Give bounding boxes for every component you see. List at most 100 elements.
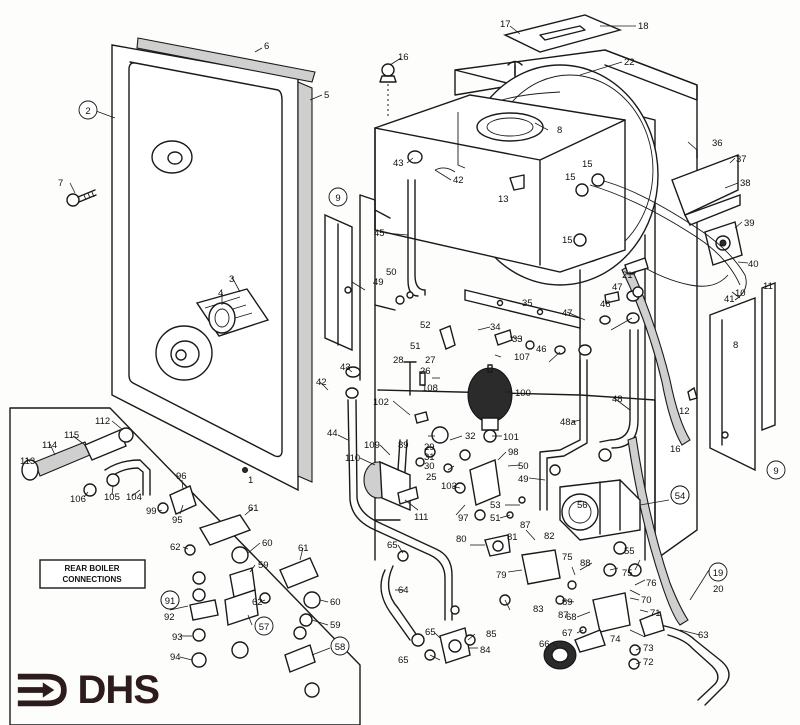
callout-8-top: 8 bbox=[557, 125, 562, 136]
callout-45: 45 bbox=[374, 228, 385, 239]
callout-65-b: 65 bbox=[425, 627, 436, 638]
callout-37: 37 bbox=[736, 154, 747, 165]
callout-95: 95 bbox=[172, 515, 183, 526]
callout-1: 1 bbox=[248, 475, 253, 486]
arrow-logo-icon bbox=[17, 673, 67, 707]
callout-59-b: 59 bbox=[330, 620, 341, 631]
callout-109: 109 bbox=[364, 440, 380, 451]
callout-20: 20 bbox=[713, 584, 724, 595]
side-bracket-right bbox=[709, 281, 776, 472]
callout-26: 26 bbox=[420, 366, 431, 377]
callout-102: 102 bbox=[373, 397, 389, 408]
callout-94: 94 bbox=[170, 652, 181, 663]
callout-53: 53 bbox=[490, 500, 501, 511]
callout-111: 111 bbox=[414, 512, 428, 523]
callout-2: 2 bbox=[85, 106, 90, 117]
boiler-chassis bbox=[359, 14, 698, 562]
callout-51-right: 51 bbox=[490, 513, 501, 524]
callout-30: 30 bbox=[424, 461, 435, 472]
callout-9-right: 9 bbox=[773, 466, 778, 477]
callout-42-left: 42 bbox=[316, 377, 327, 388]
callout-70: 70 bbox=[641, 595, 652, 606]
callout-28: 28 bbox=[393, 355, 404, 366]
callout-35: 35 bbox=[522, 298, 533, 309]
callout-51-left: 51 bbox=[410, 341, 421, 352]
callout-112: 112 bbox=[95, 416, 110, 427]
callout-65-a: 65 bbox=[387, 540, 398, 551]
callout-46-right: 46 bbox=[600, 299, 611, 310]
callout-3: 3 bbox=[229, 274, 234, 285]
callout-87-a: 87 bbox=[520, 520, 531, 531]
callout-60-a: 60 bbox=[262, 538, 273, 549]
callout-81: 81 bbox=[507, 532, 518, 543]
callout-72: 72 bbox=[643, 657, 654, 668]
side-bracket-left bbox=[324, 213, 353, 352]
callout-80: 80 bbox=[456, 534, 467, 545]
callout-49-left: 49 bbox=[373, 277, 384, 288]
callout-93: 93 bbox=[172, 632, 183, 643]
callout-33: 33 bbox=[512, 334, 523, 345]
inset-title-line2: CONNECTIONS bbox=[62, 575, 122, 584]
callout-83: 83 bbox=[533, 604, 544, 615]
callout-92: 92 bbox=[164, 612, 175, 623]
callout-67: 67 bbox=[562, 628, 573, 639]
callout-12: 12 bbox=[679, 406, 690, 417]
callout-39: 39 bbox=[744, 218, 755, 229]
callout-71: 71 bbox=[650, 608, 661, 619]
callout-numbers: 1 2 3 4 5 6 7 8 8 9 9 10 11 12 13 15 15 … bbox=[20, 19, 779, 668]
callout-91: 91 bbox=[165, 596, 176, 607]
callout-52: 52 bbox=[420, 320, 431, 331]
callout-59-a: 59 bbox=[258, 560, 269, 571]
pump bbox=[559, 479, 641, 541]
callout-19: 19 bbox=[713, 568, 724, 579]
callout-22: 22 bbox=[624, 57, 635, 68]
callout-46-left: 46 bbox=[536, 344, 547, 355]
callout-99: 99 bbox=[146, 506, 157, 517]
callout-11: 11 bbox=[763, 281, 773, 292]
rear-connections-inset: REAR BOILER CONNECTIONS bbox=[9, 407, 361, 725]
callout-47-right: 47 bbox=[612, 282, 623, 293]
callout-62-a: 62 bbox=[170, 542, 181, 553]
dhs-logo: DHS bbox=[14, 668, 160, 712]
callout-73: 73 bbox=[643, 643, 654, 654]
callout-9-left: 9 bbox=[335, 193, 340, 204]
callout-43-top: 43 bbox=[393, 158, 404, 169]
callout-18: 18 bbox=[638, 21, 649, 32]
callout-62-b: 62 bbox=[252, 597, 263, 608]
callout-8-right: 8 bbox=[733, 340, 738, 351]
callout-104: 104 bbox=[126, 492, 142, 503]
callout-17: 17 bbox=[500, 19, 511, 30]
callout-108: 108 bbox=[422, 383, 438, 394]
callout-100: 100 bbox=[515, 388, 531, 399]
callout-98: 98 bbox=[508, 447, 519, 458]
panel-seals bbox=[136, 37, 316, 483]
callout-113: 113 bbox=[20, 456, 35, 467]
callout-16-right: 16 bbox=[670, 444, 681, 455]
callout-105: 105 bbox=[104, 492, 120, 503]
callout-115: 115 bbox=[64, 430, 79, 441]
callout-75-b: 75 bbox=[622, 568, 633, 579]
callout-63: 63 bbox=[698, 630, 709, 641]
callout-107: 107 bbox=[514, 352, 530, 363]
callout-29: 29 bbox=[424, 442, 435, 453]
callout-57: 57 bbox=[259, 622, 270, 633]
diverter-valve bbox=[439, 534, 665, 670]
callout-84: 84 bbox=[480, 645, 491, 656]
callout-31: 31 bbox=[424, 452, 435, 463]
callout-87-b: 87 bbox=[558, 610, 569, 621]
callout-47-left: 47 bbox=[562, 308, 573, 319]
callout-50-right: 50 bbox=[518, 461, 529, 472]
callout-50-left: 50 bbox=[386, 267, 397, 278]
callout-61-b: 61 bbox=[298, 543, 309, 554]
callout-68: 68 bbox=[566, 612, 577, 623]
callout-44: 44 bbox=[327, 428, 338, 439]
screw-7 bbox=[66, 189, 97, 207]
pressure-switch-bracket bbox=[671, 149, 743, 266]
callout-58: 58 bbox=[335, 642, 346, 653]
callout-7: 7 bbox=[58, 178, 63, 189]
callout-69: 69 bbox=[562, 597, 573, 608]
callout-13: 13 bbox=[498, 194, 509, 205]
callout-15-b: 15 bbox=[565, 172, 576, 183]
